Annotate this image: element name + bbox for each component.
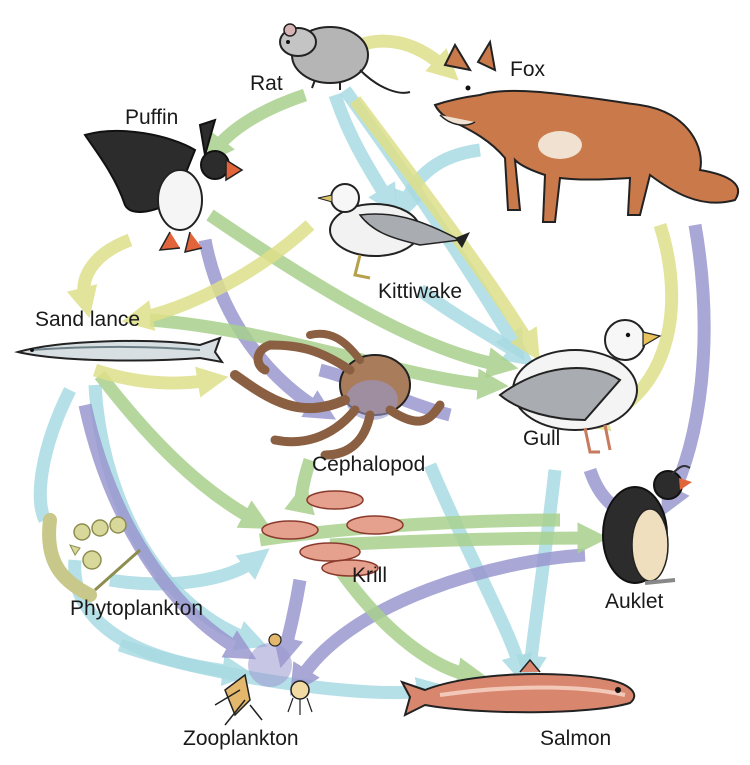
salmon-icon	[399, 658, 636, 717]
arrow-puffin-to-gull	[206, 209, 519, 379]
phytoplankton-icon	[42, 513, 141, 602]
label-phytoplankton: Phytoplankton	[70, 597, 203, 620]
arrow-kittiwake-to-sandlance	[121, 220, 315, 331]
arrow-sandlance-to-zooplankton-2	[78, 403, 257, 660]
arrow-rat-to-gull-2	[349, 96, 540, 361]
arrow-salmon-to-zooplankton	[290, 548, 586, 696]
label-krill: Krill	[352, 564, 387, 587]
arrow-fox-to-auklet	[661, 223, 711, 517]
arrow-sandlance-to-cephalopod	[92, 363, 229, 398]
puffin-icon	[83, 118, 244, 254]
arrow-rat-to-kittiwake	[328, 92, 398, 217]
gull-icon	[498, 319, 662, 454]
arrow-gull-to-salmon	[515, 469, 562, 687]
label-fox: Fox	[510, 58, 546, 81]
arrow-sandlance-to-krill	[94, 371, 272, 529]
label-auklet: Auklet	[605, 590, 664, 613]
label-cephalopod: Cephalopod	[312, 453, 425, 476]
arrow-rat-to-fox	[357, 34, 459, 81]
arrow-krill-to-salmon-2	[334, 566, 489, 689]
octopus-icon	[230, 329, 445, 460]
arrow-rat-to-puffin	[203, 88, 308, 165]
auklet-icon	[602, 465, 692, 585]
arrow-cephalopod-to-salmon	[424, 462, 532, 687]
arrow-sandlance-to-phytoplankton	[33, 387, 76, 523]
arrow-sandlance-to-gull	[149, 313, 509, 400]
arrow-puffin-to-cephalopod	[198, 238, 337, 420]
label-kittiwake: Kittiwake	[378, 280, 462, 303]
arrow-cephalopod-to-krill	[284, 457, 317, 516]
label-salmon: Salmon	[540, 727, 611, 750]
arrow-puffin-to-sandlance	[66, 233, 133, 319]
label-zooplankton: Zooplankton	[183, 727, 299, 750]
arrow-krill-to-zooplankton	[272, 578, 307, 669]
label-sand-lance: Sand lance	[35, 308, 140, 331]
label-puffin: Puffin	[125, 106, 178, 129]
fox-icon	[433, 39, 740, 223]
fish-icon	[14, 336, 225, 364]
label-gull: Gull	[523, 427, 560, 450]
label-rat: Rat	[250, 72, 283, 95]
kittiwake-icon	[317, 183, 470, 280]
rat-icon	[279, 23, 411, 94]
arrow-fox-to-kittiwake	[394, 143, 481, 223]
organism-labels: Rat Fox Puffin Kittiwake Sand lance Gull…	[35, 58, 664, 750]
arrow-phytoplankton-to-krill	[108, 548, 270, 591]
arrow-krill-to-auklet	[329, 522, 609, 554]
zooplankton-icon	[214, 633, 313, 726]
krill-icon	[261, 490, 404, 577]
